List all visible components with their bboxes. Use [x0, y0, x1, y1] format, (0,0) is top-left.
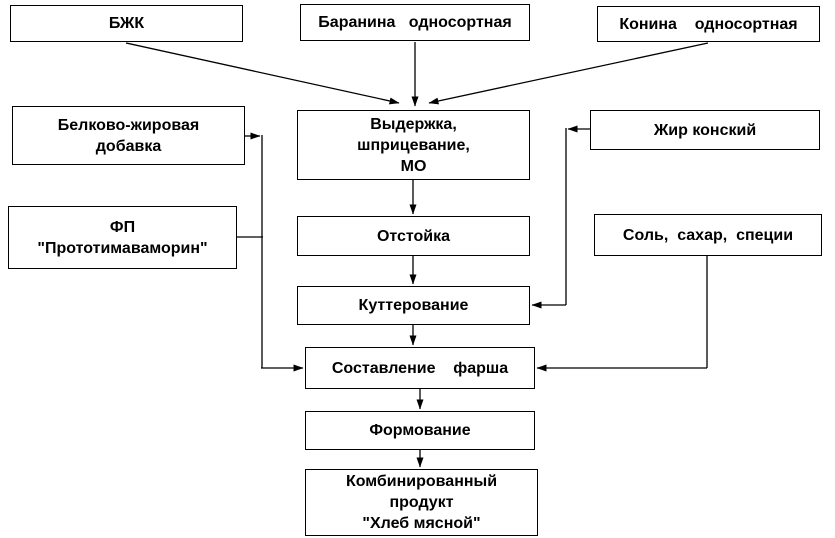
node-sostavlenie-farsha: Составление фарша [305, 347, 535, 389]
node-kombinirovanny-produkt: Комбинированный продукт "Хлеб мясной" [305, 469, 538, 536]
node-zhir-konskiy: Жир конский [590, 110, 820, 150]
node-bzhk: БЖК [10, 5, 243, 42]
node-vyderzhka-shpritsevanie-mo: Выдержка, шприцевание, МО [297, 110, 530, 180]
node-otstoyka: Отстойка [297, 216, 530, 256]
arrow-bzhk-to-vyderzhka [125, 42, 400, 105]
node-fp-prototimavamorin: ФП "Прототимаваморин" [8, 206, 237, 269]
node-kutterovanie: Куттерование [297, 286, 530, 325]
node-baranina: Баранина односортная [300, 4, 530, 41]
node-konina: Конина односортная [597, 6, 820, 42]
arrow-konina-to-vyderzhka [428, 42, 709, 105]
node-sol-sakhar-spetsii: Соль, сахар, специи [594, 214, 822, 256]
node-belkovo-zhirovaya-dobavka: Белково-жировая добавка [12, 106, 245, 165]
node-formovanie: Формование [305, 411, 535, 450]
